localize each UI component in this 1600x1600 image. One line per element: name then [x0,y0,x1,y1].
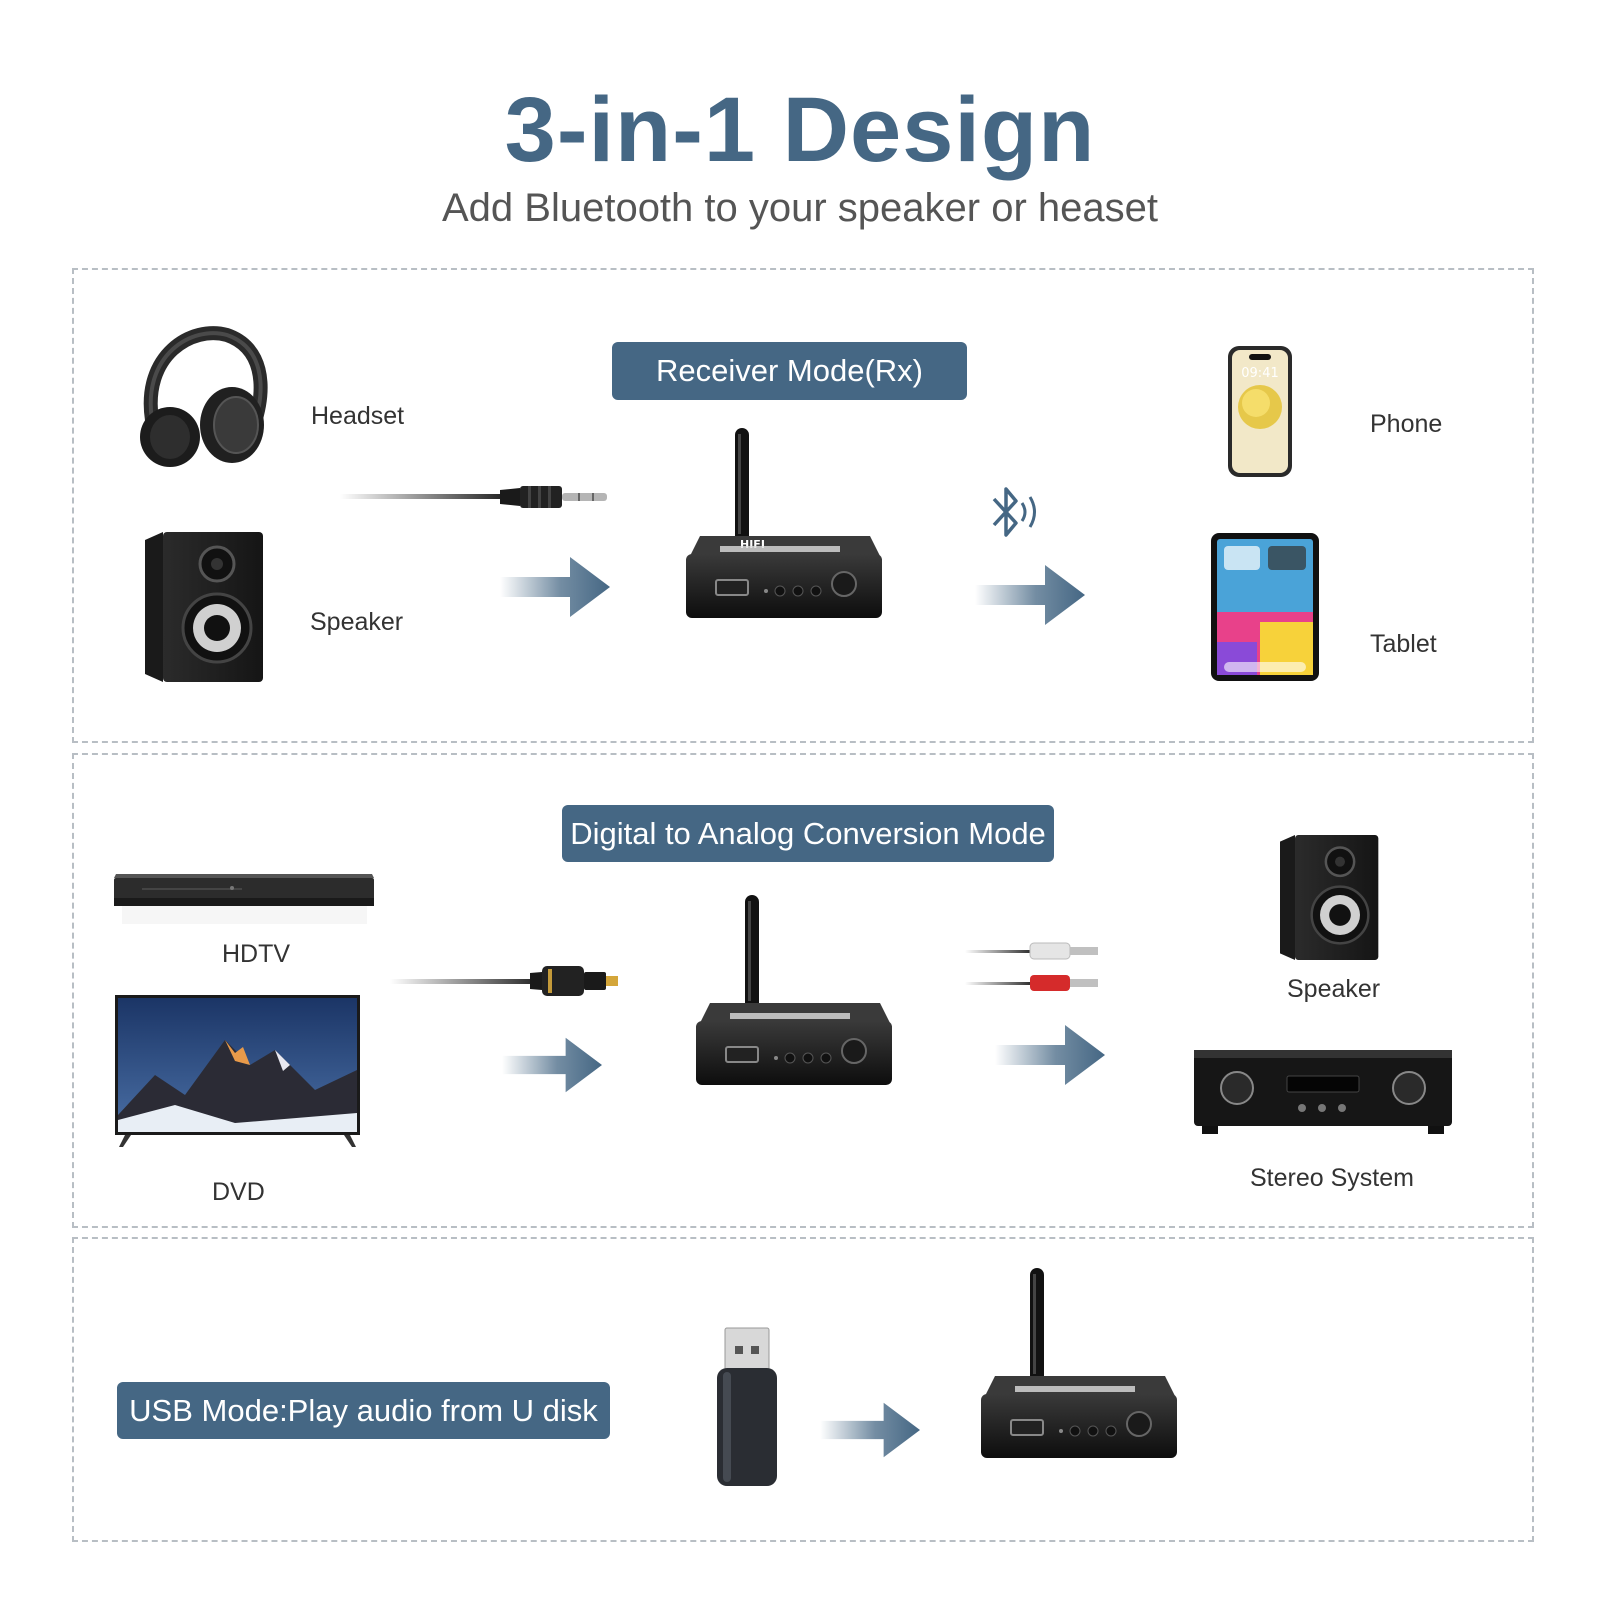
television-icon [115,995,360,1150]
dac-mode-panel [72,753,1534,1228]
headset-label: Headset [311,402,405,430]
hdtv-label: HDTV [222,940,291,968]
headphones-icon [132,325,268,470]
speaker-output-label: Speaker [1287,975,1381,1003]
rca-cable-icon [965,938,1115,998]
arrow-right-icon [820,1400,920,1460]
dac-mode-label: Digital to Analog Conversion Mode [562,805,1054,862]
page-title: 3-in-1 Design [504,79,1096,181]
receiver-mode-panel [72,268,1534,743]
tablet-label: Tablet [1370,630,1437,658]
bluetooth-signal-icon [990,483,1050,543]
smartphone-icon: 09:41 [1227,345,1293,478]
receiver-mode-label: Receiver Mode(Rx) [612,342,967,400]
hifi-dac-device-icon [975,1268,1185,1468]
hifi-dac-device-icon: HIFI [680,428,890,628]
arrow-right-icon [975,565,1085,625]
phone-label: Phone [1370,410,1443,438]
usb-flash-drive-icon [715,1327,779,1488]
bookshelf-speaker-icon [143,530,265,684]
usb-mode-panel [72,1237,1534,1542]
disc-player-icon [112,868,377,928]
stereo-system-label: Stereo System [1250,1164,1414,1192]
phone-screen-time: 09:41 [1241,366,1278,381]
optical-cable-icon [390,963,630,999]
usb-mode-label: USB Mode:Play audio from U disk [117,1382,610,1439]
speaker-label: Speaker [310,608,404,636]
hifi-dac-device-icon [690,895,900,1095]
arrow-right-icon [500,557,610,617]
tablet-icon [1210,532,1320,682]
dvd-label: DVD [212,1178,265,1206]
aux-cable-icon [340,482,610,512]
amplifier-icon [1192,1048,1454,1138]
bookshelf-speaker-icon [1278,833,1380,962]
arrow-right-icon [502,1035,602,1095]
page-subtitle: Add Bluetooth to your speaker or heaset [441,186,1158,230]
arrow-right-icon [995,1025,1105,1085]
